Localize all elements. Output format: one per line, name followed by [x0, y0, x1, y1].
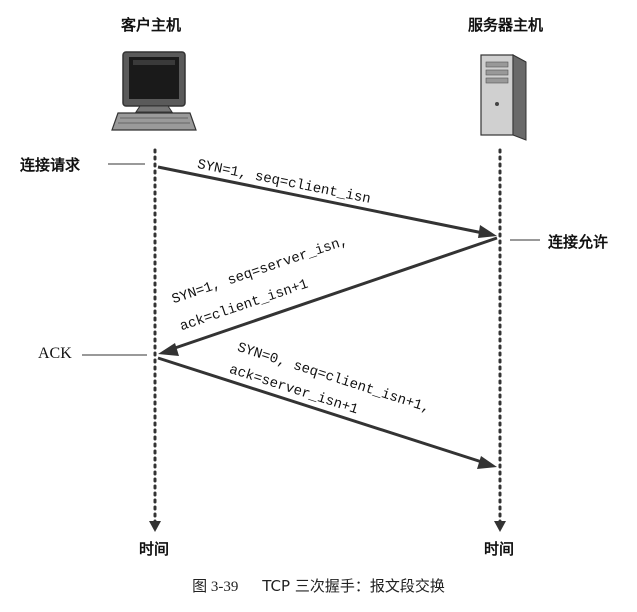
- client-timeline-arrowhead: [149, 521, 161, 532]
- synack-arrow-line: [171, 236, 498, 351]
- ack-label: ACK: [38, 345, 72, 362]
- synack-arrowhead: [158, 343, 179, 356]
- figure-number: 图 3-39: [192, 579, 239, 595]
- ack-arrow-line: [157, 356, 486, 465]
- syn-arrow-line: [157, 165, 484, 235]
- ack-arrowhead: [477, 456, 497, 469]
- figure-caption-text: TCP 三次握手：报文段交换: [262, 577, 445, 595]
- connection-request-label: 连接请求: [20, 156, 81, 174]
- figure-caption: 图 3-39 TCP 三次握手：报文段交换: [0, 575, 637, 596]
- client-time-label: 时间: [139, 540, 170, 558]
- syn-arrowhead: [478, 225, 497, 238]
- server-tower-icon: [480, 54, 527, 141]
- connection-granted-label: 连接允许: [548, 233, 609, 251]
- server-timeline-arrowhead: [494, 521, 506, 532]
- client-computer-icon: [111, 51, 197, 131]
- client-host-label: 客户主机: [121, 16, 182, 34]
- server-time-label: 时间: [484, 540, 515, 558]
- server-host-label: 服务器主机: [468, 16, 544, 34]
